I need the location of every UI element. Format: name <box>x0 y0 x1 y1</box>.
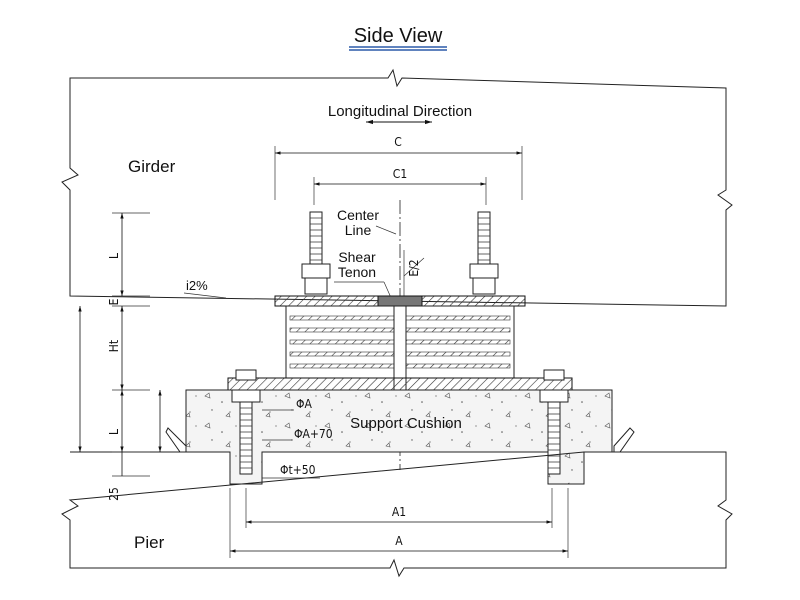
dimension-c: C <box>274 135 523 200</box>
dimension-c1: C1 <box>313 167 487 205</box>
girder: Girder <box>61 68 733 307</box>
dim-phi-a70-label: ΦA+70 <box>294 427 333 441</box>
girder-label: Girder <box>128 157 176 176</box>
dim-phi-a-label: ΦA <box>296 397 312 411</box>
dimension-phi-a: ΦA <box>262 397 312 411</box>
bottom-anchor-bolt-left <box>231 369 261 475</box>
dim-a-label: A <box>395 534 403 548</box>
dim-phi-t50-label: Φt+50 <box>280 463 316 477</box>
vertical-dimensions: L E Ht L 25 <box>78 212 162 501</box>
dim-e-label: E <box>107 298 121 305</box>
bearing-body <box>285 305 515 391</box>
dim-25-label: 25 <box>107 487 121 501</box>
dim-e-half-label: E/2 <box>407 259 421 276</box>
dim-l-top-label: L <box>107 253 121 259</box>
slope-label: i2% <box>186 278 208 293</box>
dim-c-label: C <box>394 135 402 149</box>
left-wedge <box>165 427 187 453</box>
bottom-plate <box>227 377 573 391</box>
center-line-label-1: Center <box>337 207 379 223</box>
shear-tenon-label-2: Tenon <box>338 264 376 280</box>
support-cushion-label: Support Cushion <box>350 415 462 432</box>
dim-ht-label: Ht <box>107 340 121 352</box>
dimension-phi-t50: Φt+50 <box>262 463 320 479</box>
bottom-anchor-bolt-right <box>539 369 569 475</box>
dimension-phi-a70: ΦA+70 <box>262 427 333 441</box>
top-anchor-bolt-right <box>469 211 499 295</box>
shear-tenon-label-1: Shear <box>338 249 376 265</box>
dim-l-bottom-label: L <box>107 429 121 435</box>
dim-a1-label: A1 <box>392 505 406 519</box>
right-wedge <box>613 427 635 453</box>
dimension-a1: A1 <box>245 488 553 528</box>
dimension-a: A <box>229 488 569 558</box>
pier-label: Pier <box>134 533 165 552</box>
dimension-e-half: E/2 <box>403 250 425 296</box>
center-line-leader <box>375 225 397 235</box>
top-anchor-bolt-left <box>301 211 331 295</box>
dim-c1-label: C1 <box>393 167 407 181</box>
direction-label: Longitudinal Direction <box>328 103 472 120</box>
slope-line <box>183 292 227 299</box>
center-line-label-2: Line <box>345 222 372 238</box>
page-title: Side View <box>354 25 443 47</box>
